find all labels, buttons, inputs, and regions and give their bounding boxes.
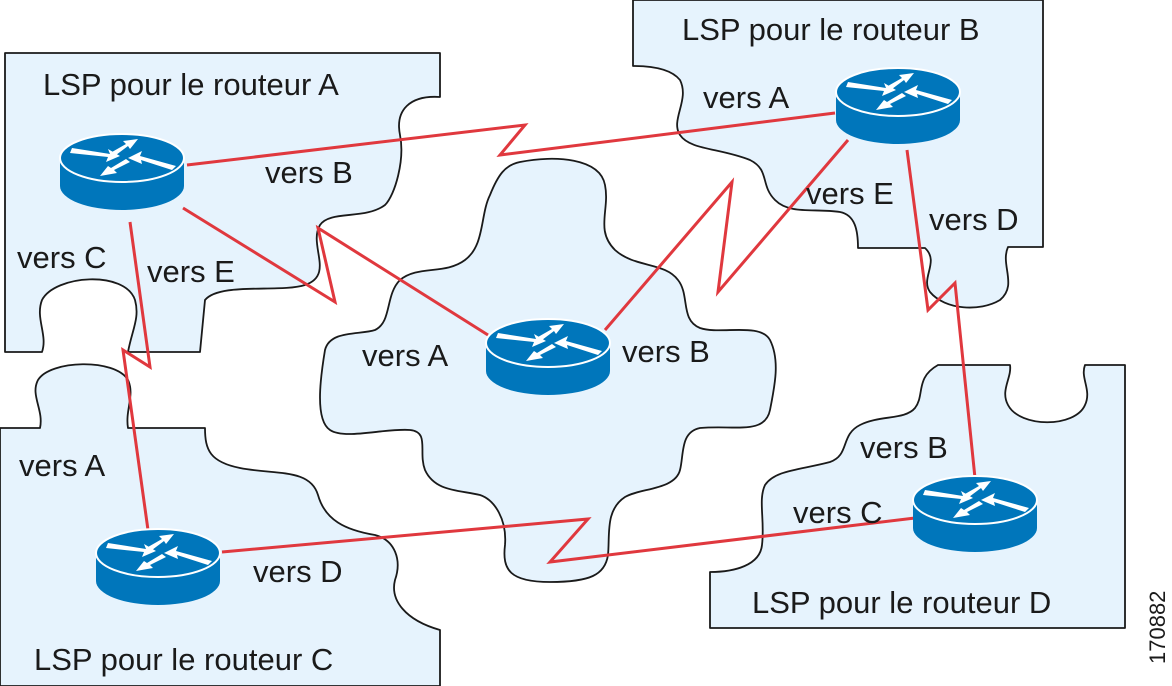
label-d-vers-b: vers B: [860, 430, 948, 465]
router-a[interactable]: [59, 133, 185, 211]
link-c-d: [221, 516, 916, 564]
label-a-vers-c: vers C: [17, 240, 107, 275]
piece-c-title: LSP pour le routeur C: [34, 642, 333, 677]
piece-b-title: LSP pour le routeur B: [682, 12, 980, 47]
label-a-vers-e: vers E: [147, 254, 235, 289]
label-b-vers-a: vers A: [703, 80, 789, 115]
label-e-vers-a: vers A: [362, 338, 448, 373]
link-b-e: [603, 139, 850, 331]
label-b-vers-e: vers E: [806, 176, 894, 211]
link-a-e: [182, 206, 489, 337]
router-c[interactable]: [95, 528, 221, 606]
link-a-c: [121, 221, 152, 531]
link-b-d: [905, 149, 977, 479]
label-e-vers-b: vers B: [622, 334, 710, 369]
router-e[interactable]: [485, 318, 611, 396]
label-c-vers-d: vers D: [253, 554, 343, 589]
label-b-vers-d: vers D: [929, 202, 1019, 237]
label-d-vers-c: vers C: [793, 495, 883, 530]
puzzle-piece-c: [0, 363, 441, 686]
figure-id: 170882: [1145, 591, 1170, 664]
label-a-vers-b: vers B: [265, 155, 353, 190]
puzzle-piece-a: [4, 52, 441, 353]
label-c-vers-a: vers A: [19, 448, 105, 483]
piece-d-title: LSP pour le routeur D: [752, 585, 1051, 620]
link-a-b: [186, 111, 836, 167]
piece-a-title: LSP pour le routeur A: [43, 67, 339, 102]
router-b[interactable]: [835, 67, 961, 145]
router-d[interactable]: [912, 475, 1038, 553]
links: [121, 111, 977, 564]
